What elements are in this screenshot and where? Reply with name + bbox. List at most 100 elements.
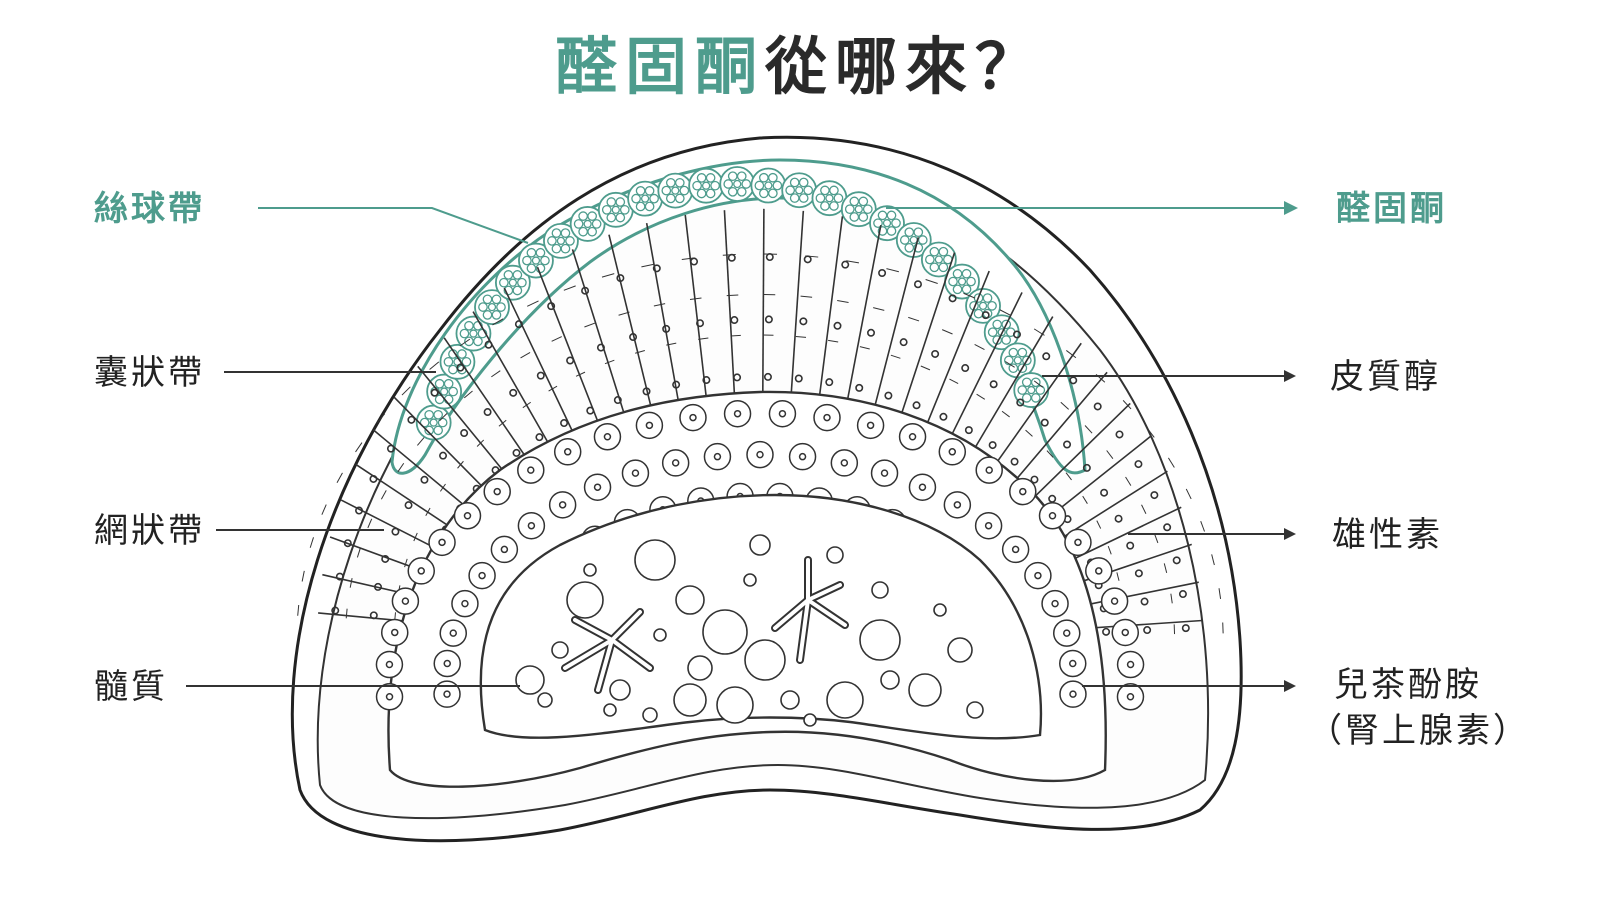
fasciculata-nucleus <box>335 572 344 581</box>
fasciculata-nucleus <box>931 349 940 358</box>
medulla-cell <box>634 539 676 581</box>
fasciculata-nucleus <box>981 311 990 320</box>
fasciculata-nucleus <box>460 429 469 438</box>
fasciculata-nucleus <box>1150 491 1159 500</box>
reticularis-cell <box>433 680 461 708</box>
fasciculata-cell-divider <box>974 343 985 350</box>
reticularis-cell <box>898 423 927 451</box>
fasciculata-nucleus <box>420 475 429 484</box>
fasciculata-nucleus <box>1178 590 1187 599</box>
reticularis-cell <box>679 403 707 432</box>
glomerulosa-cell <box>494 264 531 301</box>
title-accent: 醛固酮 <box>554 30 765 103</box>
fasciculata-cell-divider <box>551 336 562 342</box>
fasciculata-cell-divider <box>976 393 986 400</box>
fasciculata-nucleus <box>586 406 595 415</box>
fasciculata-cell-divider <box>336 472 343 483</box>
reticularis-cell <box>1085 557 1113 585</box>
fasciculata-nucleus <box>373 582 382 591</box>
fasciculata-column-wall <box>472 311 559 460</box>
reticularis-cell <box>621 459 650 487</box>
reticularis-nucleus <box>798 452 807 461</box>
fasciculata-cell-divider <box>297 604 300 616</box>
medulla-vessel-right-inner <box>773 558 847 662</box>
fasciculata-nucleus <box>369 611 378 620</box>
reticularis-nucleus <box>1069 659 1077 668</box>
reticularis-cell <box>938 438 967 466</box>
reticularis-cell <box>788 442 817 471</box>
reticularis-nucleus <box>558 501 567 509</box>
fasciculata-cell-divider <box>413 532 418 542</box>
reticularis-nucleus <box>500 545 509 554</box>
fasciculata-nucleus <box>1143 626 1152 635</box>
fasciculata-cell-divider <box>321 504 327 515</box>
fasciculata-nucleus <box>343 539 352 548</box>
reticularis-cell <box>703 442 732 471</box>
fasciculata-cell-divider <box>1185 488 1192 500</box>
label-medulla: 髓質 <box>94 667 168 707</box>
fasciculata-nucleus <box>672 380 681 389</box>
reticularis-nucleus <box>603 433 612 441</box>
fasciculata-nucleus <box>381 554 390 563</box>
fasciculata-nucleus <box>1093 402 1102 411</box>
reticularis-nucleus <box>1011 545 1020 554</box>
fasciculata-nucleus <box>331 606 340 615</box>
reticularis-cell <box>1059 649 1087 678</box>
fasciculata-cell-divider <box>584 322 596 328</box>
fasciculata-nucleus <box>547 302 556 311</box>
fasciculata-nucleus <box>696 319 705 328</box>
medulla-cell <box>566 581 604 619</box>
fasciculata-cell-divider <box>1146 427 1155 438</box>
fasciculata-cell-divider <box>520 352 531 359</box>
fasciculata-cell-divider <box>641 263 655 268</box>
fasciculata-column-wall <box>986 342 1082 478</box>
medulla-cell <box>966 701 984 719</box>
reticularis-cell <box>635 411 664 440</box>
reticularis-cell <box>593 423 622 451</box>
fasciculata-cell-divider <box>356 547 361 558</box>
fasciculata-nucleus <box>404 501 413 510</box>
fasciculata-column-wall <box>870 237 920 419</box>
fasciculata-cell-divider <box>439 483 446 492</box>
reticularis-nucleus <box>1074 538 1082 547</box>
reticularis-nucleus <box>417 567 425 575</box>
fasciculata-nucleus <box>733 373 742 382</box>
glomerulosa-cell <box>1013 372 1050 408</box>
fasciculata-column-wall <box>1004 371 1108 494</box>
fasciculata-cell-divider <box>920 365 931 371</box>
reticularis-nucleus <box>449 629 458 637</box>
reticularis-cell <box>1100 587 1129 615</box>
reticularis-nucleus <box>563 448 572 456</box>
fasciculata-nucleus <box>961 364 970 373</box>
fasciculata-nucleus <box>629 333 638 342</box>
fasciculata-nucleus <box>855 383 864 392</box>
reticularis-cell <box>830 449 859 477</box>
fasciculata-nucleus <box>391 527 400 536</box>
reticularis-nucleus <box>493 487 501 496</box>
fasciculata-nucleus <box>1063 440 1072 449</box>
fasciculata-cell-divider <box>522 401 532 409</box>
fasciculata-nucleus <box>536 371 545 380</box>
fasciculata-nucleus <box>386 444 395 453</box>
glomerulosa-cell <box>543 222 579 259</box>
fasciculata-column-wall <box>684 214 709 407</box>
medulla-cell <box>744 639 786 681</box>
fasciculata-cell-divider <box>859 346 870 350</box>
reticularis-cell <box>375 683 404 711</box>
fasciculata-cell-divider <box>1084 425 1093 434</box>
fasciculata-nucleus <box>407 415 416 424</box>
fasciculata-cell-divider <box>491 370 501 378</box>
label-androgen: 雄性素 <box>1332 515 1443 555</box>
fasciculata-cell-divider <box>439 413 448 422</box>
reticularis-cell <box>451 589 479 618</box>
medulla-cell <box>947 637 973 663</box>
glomerulosa-cell <box>597 191 634 228</box>
reticularis-cell <box>1038 501 1067 530</box>
fasciculata-column-wall <box>965 316 1054 463</box>
reticularis-nucleus <box>984 521 993 530</box>
reticularis-cell <box>439 619 468 647</box>
glomerulosa-cell <box>781 172 818 209</box>
fasciculata-nucleus <box>1114 514 1123 523</box>
reticularis-cell <box>407 557 435 585</box>
fasciculata-nucleus <box>764 315 773 324</box>
